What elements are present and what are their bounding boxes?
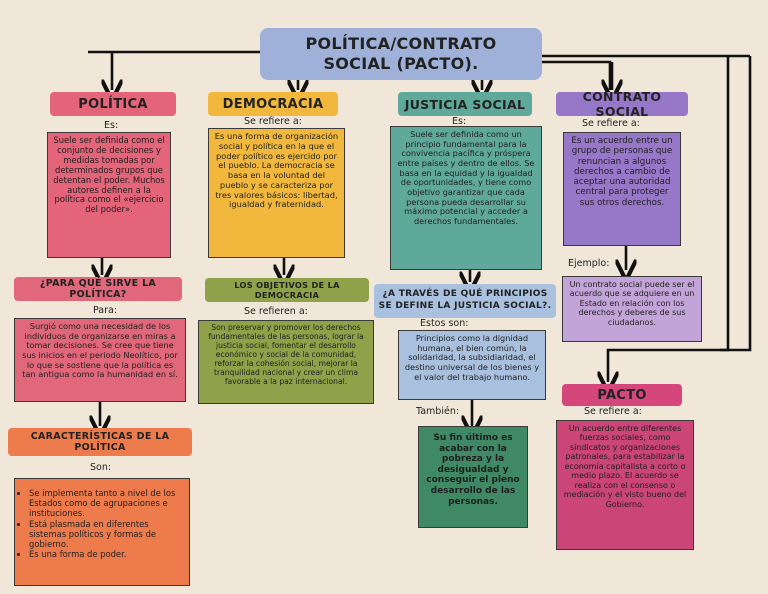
contrato-heading: CONTRATO SOCIAL <box>556 89 688 119</box>
justicia-sub-heading: ¿A TRAVÉS DE QUÉ PRINCIPIOS SE DEFINE LA… <box>374 284 556 318</box>
pacto-definition-box: Un acuerdo entre diferentes fuerzas soci… <box>556 420 694 550</box>
contrato-definition-box: Es un acuerdo entre un grupo de personas… <box>563 132 681 246</box>
right-connector <box>720 56 752 352</box>
page-title: POLÍTICA/CONTRATO SOCIAL (PACTO). <box>260 28 542 80</box>
democracia-heading: DEMOCRACIA <box>208 92 338 116</box>
contrato-example-box: Un contrato social puede ser el acuerdo … <box>562 276 702 342</box>
politica-label: Es: <box>104 120 119 131</box>
politica-sub-label: Para: <box>93 305 118 316</box>
politica-definition-box: Suele ser definida como el conjunto de d… <box>47 132 171 258</box>
politica-characteristics-label: Son: <box>90 462 112 473</box>
politica-heading: POLÍTICA <box>50 92 176 116</box>
politica-characteristics-heading: CARACTERÍSTICAS DE LA POLÍTICA <box>8 428 192 456</box>
list-item: Se implementa tanto a nivel de los Estad… <box>29 488 185 519</box>
politica-characteristics-box: Se implementa tanto a nivel de los Estad… <box>14 478 190 586</box>
democracia-objectives-box: Son preservar y promover los derechos fu… <box>198 320 374 404</box>
justicia-also-label: También: <box>416 406 460 417</box>
contrato-example-label: Ejemplo: <box>568 258 610 269</box>
pacto-heading: PACTO <box>562 384 682 406</box>
democracia-definition-box: Es una forma de organización social y po… <box>208 128 345 258</box>
democracia-label: Se refiere a: <box>244 116 302 127</box>
justicia-label: Es: <box>452 116 467 127</box>
justicia-goal-box: Su fin último es acabar con la pobreza y… <box>418 426 528 528</box>
list-item: Está plasmada en diferentes sistemas pol… <box>29 519 185 550</box>
list-item: Es una forma de poder. <box>29 550 185 560</box>
contrato-label: Se refiere a: <box>582 118 640 129</box>
justicia-principles-box: Principios como la dignidad humana, el b… <box>398 330 546 400</box>
politica-sub-heading: ¿PARA QUÉ SIRVE LA POLÍTICA? <box>14 277 182 301</box>
page-title-text: POLÍTICA/CONTRATO SOCIAL (PACTO). <box>305 34 497 73</box>
democracia-sub-label: Se refieren a: <box>244 306 308 317</box>
justicia-heading: JUSTICIA SOCIAL <box>398 92 532 116</box>
justicia-definition-box: Suele ser definida como un principio fun… <box>390 126 542 270</box>
pacto-label: Se refiere a: <box>584 406 642 417</box>
justicia-sub-label: Estos son: <box>420 318 469 329</box>
characteristics-list: Se implementa tanto a nivel de los Estad… <box>19 488 185 560</box>
democracia-sub-heading: LOS OBJETIVOS DE LA DEMOCRACIA <box>205 278 369 302</box>
politica-purpose-box: Surgió como una necesidad de los individ… <box>14 318 186 402</box>
